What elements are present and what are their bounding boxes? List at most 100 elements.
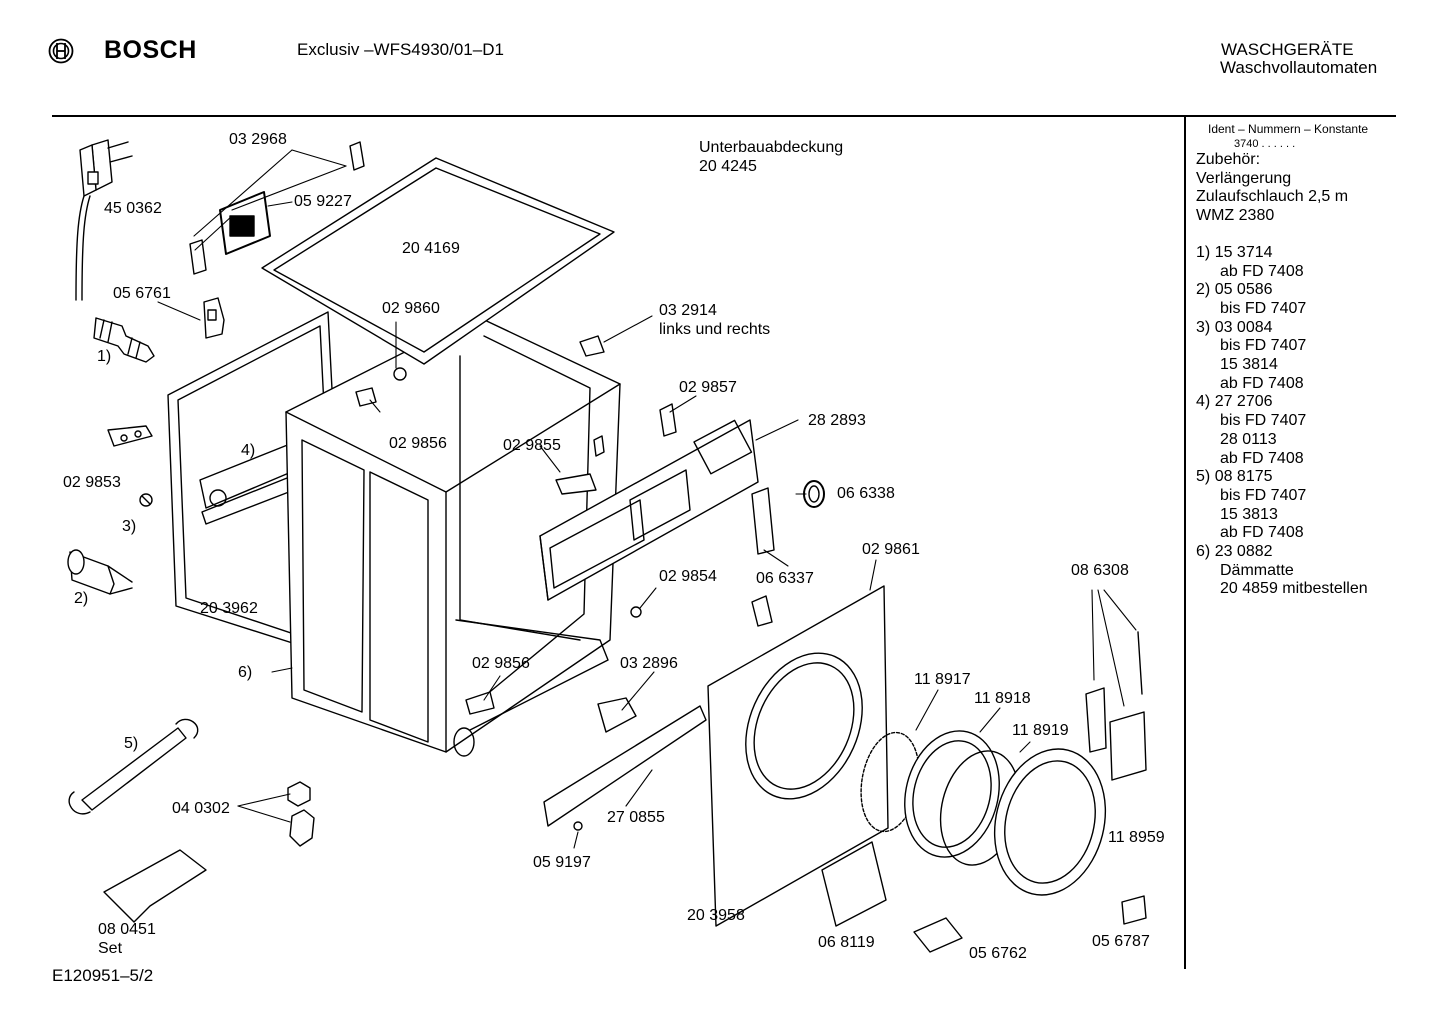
footnote-ref-label: 6): [238, 664, 253, 681]
note-line: 2) 05 0586: [1196, 281, 1273, 299]
footnotes-block: 1) 15 3714 ab FD 7408 2) 05 0586 bis FD …: [1196, 244, 1436, 599]
latch-part-icon: [630, 487, 775, 627]
part-number-label: 06 6337: [756, 570, 814, 587]
part-number-label: 27 0855: [607, 809, 665, 826]
part-number-label: 05 6787: [1092, 933, 1150, 950]
hinge-part-icon: [189, 141, 365, 275]
clip-part-icon: [107, 425, 153, 447]
part-number-label: 20 3962: [200, 600, 258, 617]
door-seal-icon: [860, 730, 1107, 896]
footnote-ref-label: 2): [74, 590, 89, 607]
accessories-block: Zubehör: Verlängerung Zulaufschlauch 2,5…: [1196, 151, 1436, 226]
note-line: 15 3814: [1220, 356, 1278, 374]
part-name-label: Set: [98, 940, 123, 957]
part-name-label: links und rechts: [659, 321, 771, 338]
note-line: 5) 08 8175: [1196, 468, 1273, 486]
part-number-label: 02 9855: [503, 437, 561, 454]
part-number-label: 20 3958: [687, 907, 745, 924]
part-name-label: Unterbauabdeckung: [699, 139, 844, 156]
part-number-label: 11 8918: [974, 690, 1031, 707]
part-number-label: 05 9197: [533, 854, 591, 871]
switch-part-icon: [219, 191, 271, 255]
note-line: 3) 03 0084: [1196, 318, 1273, 336]
accessory-line: Zubehör:: [1196, 151, 1261, 168]
category-title: WASCHGERÄTE: [1221, 40, 1354, 59]
bracket-part-icon: [203, 297, 225, 339]
footnote-ref-label: 5): [124, 735, 139, 752]
bosch-logo-icon: [48, 38, 74, 64]
note-line: ab FD 7408: [1220, 262, 1304, 280]
rail-part-icon: [543, 705, 707, 827]
footnote-ref-label: 4): [241, 442, 256, 459]
front-panel-icon: [707, 585, 889, 927]
part-number-label: 02 9853: [63, 474, 121, 491]
part-number-label: 02 9854: [659, 568, 717, 585]
part-number-label: 04 0302: [172, 800, 230, 817]
brand-name: BOSCH: [104, 36, 197, 64]
part-number-label: 08 6308: [1071, 562, 1129, 579]
switch-part-icon: [555, 473, 597, 495]
accessory-line: Verlängerung: [1196, 169, 1292, 187]
part-number-label: 05 6761: [113, 285, 171, 302]
note-line: 4) 27 2706: [1196, 393, 1273, 411]
power-plug-icon: [75, 139, 133, 301]
part-number-label: 03 2914: [659, 302, 717, 319]
part-number-label: 11 8917: [914, 671, 971, 688]
accessory-line: WMZ 2380: [1196, 207, 1275, 225]
part-number-label: 02 9856: [389, 435, 447, 452]
note-line: bis FD 7407: [1220, 337, 1307, 355]
part-number-label: 02 9860: [382, 300, 440, 317]
note-line: bis FD 7407: [1220, 486, 1307, 504]
part-number-label: 06 6338: [837, 485, 895, 502]
hose-connector-icon: [67, 549, 133, 595]
top-cover-icon: [261, 157, 615, 365]
subcategory-title: Waschvollautomaten: [1220, 58, 1378, 77]
part-number-label: 02 9856: [472, 655, 530, 672]
footnote-ref-label: 1): [97, 348, 112, 365]
konstante-value: 3740 . . . . . .: [1234, 138, 1296, 150]
note-line: 20 4859 mitbestellen: [1220, 580, 1368, 598]
accessory-line: Zulaufschlauch 2,5 m: [1196, 188, 1349, 206]
control-panel-icon: [539, 419, 759, 601]
part-number-label: 28 2893: [808, 412, 866, 429]
note-line: 1) 15 3714: [1196, 243, 1273, 261]
sidebar: Ident – Nummern – Konstante 3740 . . . .…: [1196, 122, 1436, 599]
part-number-label: 03 2968: [229, 131, 287, 148]
sidebar-rule: [1184, 117, 1186, 969]
wrench-icon: [68, 718, 199, 815]
note-line: ab FD 7408: [1220, 524, 1304, 542]
note-line: 28 0113: [1220, 430, 1277, 448]
exploded-view-drawing: [67, 139, 1147, 953]
screw-part-icon: [139, 493, 153, 507]
part-number-label: 06 8119: [818, 934, 875, 951]
part-number-label: 02 9861: [862, 541, 920, 558]
part-number-label: 03 2896: [620, 655, 678, 672]
leader-lines: [157, 149, 1137, 849]
part-number-label: 05 6762: [969, 945, 1027, 962]
part-number-label: 02 9857: [679, 379, 737, 396]
knob-part-icon: [393, 367, 407, 381]
footnote-ref-label: 3): [122, 518, 137, 535]
note-line: bis FD 7407: [1220, 299, 1307, 317]
cabinet-frame-icon: [285, 315, 621, 757]
bracket-part-icon: [913, 895, 1147, 953]
bolt-nut-icon: [287, 781, 315, 847]
note-line: ab FD 7408: [1220, 374, 1304, 392]
document-id: E120951–5/2: [52, 966, 154, 985]
part-number-label: 20 4245: [699, 158, 757, 175]
header-rule: [52, 115, 1396, 117]
part-number-label: 11 8919: [1012, 722, 1069, 739]
bag-part-icon: [821, 841, 887, 927]
foot-plate-icon: [103, 849, 207, 923]
model-title: Exclusiv –WFS4930/01–D1: [297, 40, 504, 59]
note-line: 6) 23 0882: [1196, 543, 1273, 561]
note-line: 15 3813: [1220, 505, 1278, 523]
note-line: ab FD 7408: [1220, 449, 1304, 467]
part-number-label: 05 9227: [294, 193, 352, 210]
part-number-label: 45 0362: [104, 200, 162, 217]
hinge-part-icon: [573, 697, 637, 831]
part-number-label: 20 4169: [402, 240, 460, 257]
note-line: bis FD 7407: [1220, 412, 1307, 430]
knob-part-icon: [803, 480, 825, 508]
part-number-label: 11 8959: [1108, 829, 1165, 846]
